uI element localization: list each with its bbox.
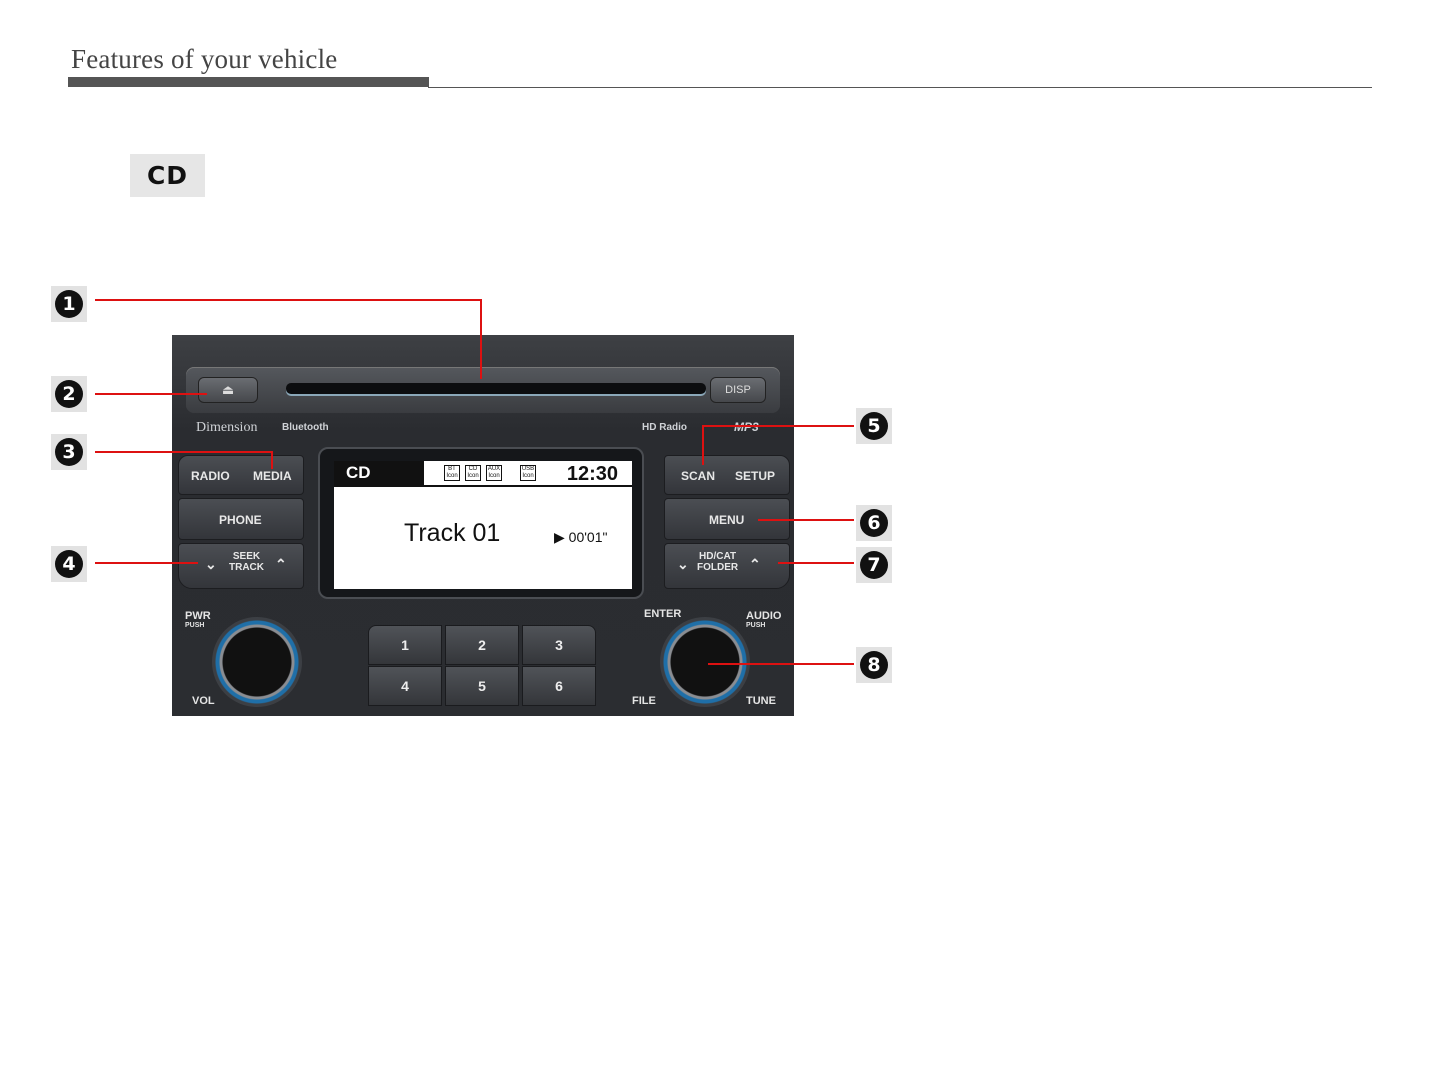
- brand-hd-radio: HD Radio: [642, 422, 687, 433]
- setup-button-label: SETUP: [735, 469, 775, 483]
- scan-button-label: SCAN: [681, 469, 715, 483]
- chevron-down-icon: ⌄: [677, 556, 689, 573]
- vol-label: VOL: [192, 695, 215, 707]
- callout-number: 5: [860, 412, 888, 440]
- callout-8: 8: [856, 647, 892, 683]
- cd-slot[interactable]: [286, 383, 706, 394]
- elapsed-time: ▶ 00'01": [554, 529, 607, 546]
- media-button-label: MEDIA: [253, 469, 292, 483]
- enter-label: ENTER: [644, 608, 681, 620]
- radio-media-key[interactable]: RADIO MEDIA: [178, 455, 304, 495]
- preset-6-button[interactable]: 6: [522, 666, 596, 706]
- preset-4-button[interactable]: 4: [368, 666, 442, 706]
- leader-line-2: [95, 393, 207, 395]
- callout-number: 1: [55, 290, 83, 318]
- section-badge: CD: [130, 154, 205, 197]
- preset-3-button[interactable]: 3: [522, 625, 596, 665]
- tune-knob[interactable]: [660, 617, 750, 707]
- callout-4: 4: [51, 546, 87, 582]
- disp-button[interactable]: DISP: [710, 377, 766, 403]
- scan-setup-key[interactable]: SCAN SETUP: [664, 455, 790, 495]
- leader-line-5: [702, 425, 854, 427]
- header-accent-bar: [68, 77, 429, 87]
- callout-number: 8: [860, 651, 888, 679]
- leader-line-1-vertical: [480, 299, 482, 379]
- volume-knob[interactable]: [212, 617, 302, 707]
- brand-dimension: Dimension: [196, 420, 257, 436]
- menu-button-label: MENU: [709, 513, 744, 527]
- cd-slot-bar: ⏏ DISP: [186, 367, 780, 413]
- leader-line-3: [95, 451, 273, 453]
- brand-mp3: MP3: [734, 420, 759, 434]
- file-label: FILE: [632, 695, 656, 707]
- preset-1-button[interactable]: 1: [368, 625, 442, 665]
- leader-line-3-vertical: [271, 451, 273, 469]
- track-name: Track 01: [404, 519, 500, 548]
- phone-button-label: PHONE: [219, 513, 262, 527]
- leader-line-4: [95, 562, 198, 564]
- callout-2: 2: [51, 376, 87, 412]
- leader-line-1: [95, 299, 482, 301]
- phone-button[interactable]: PHONE: [178, 498, 304, 540]
- preset-5-button[interactable]: 5: [445, 666, 519, 706]
- eject-button[interactable]: ⏏: [198, 377, 258, 403]
- header-rule: [428, 87, 1372, 88]
- chevron-up-icon: ⌃: [749, 556, 761, 573]
- leader-line-8: [708, 663, 854, 665]
- preset-2-button[interactable]: 2: [445, 625, 519, 665]
- page-header-title: Features of your vehicle: [71, 44, 337, 75]
- chevron-down-icon: ⌄: [205, 556, 217, 573]
- callout-number: 2: [55, 380, 83, 408]
- leader-line-6: [758, 519, 854, 521]
- callout-number: 6: [860, 509, 888, 537]
- mode-indicator: CD: [334, 461, 424, 485]
- clock: 12:30: [567, 461, 618, 485]
- callout-1: 1: [51, 286, 87, 322]
- callout-5: 5: [856, 408, 892, 444]
- callout-number: 4: [55, 550, 83, 578]
- radio-button-label: RADIO: [191, 469, 230, 483]
- chevron-up-icon: ⌃: [275, 556, 287, 573]
- leader-line-5-vertical: [702, 425, 704, 465]
- callout-number: 3: [55, 438, 83, 466]
- audio-head-unit: ⏏ DISP Dimension Bluetooth HD Radio MP3 …: [172, 335, 794, 716]
- callout-7: 7: [856, 547, 892, 583]
- callout-6: 6: [856, 505, 892, 541]
- tune-label: TUNE: [746, 695, 776, 707]
- leader-line-7: [778, 562, 854, 564]
- callout-number: 7: [860, 551, 888, 579]
- callout-3: 3: [51, 434, 87, 470]
- brand-bluetooth: Bluetooth: [282, 422, 329, 433]
